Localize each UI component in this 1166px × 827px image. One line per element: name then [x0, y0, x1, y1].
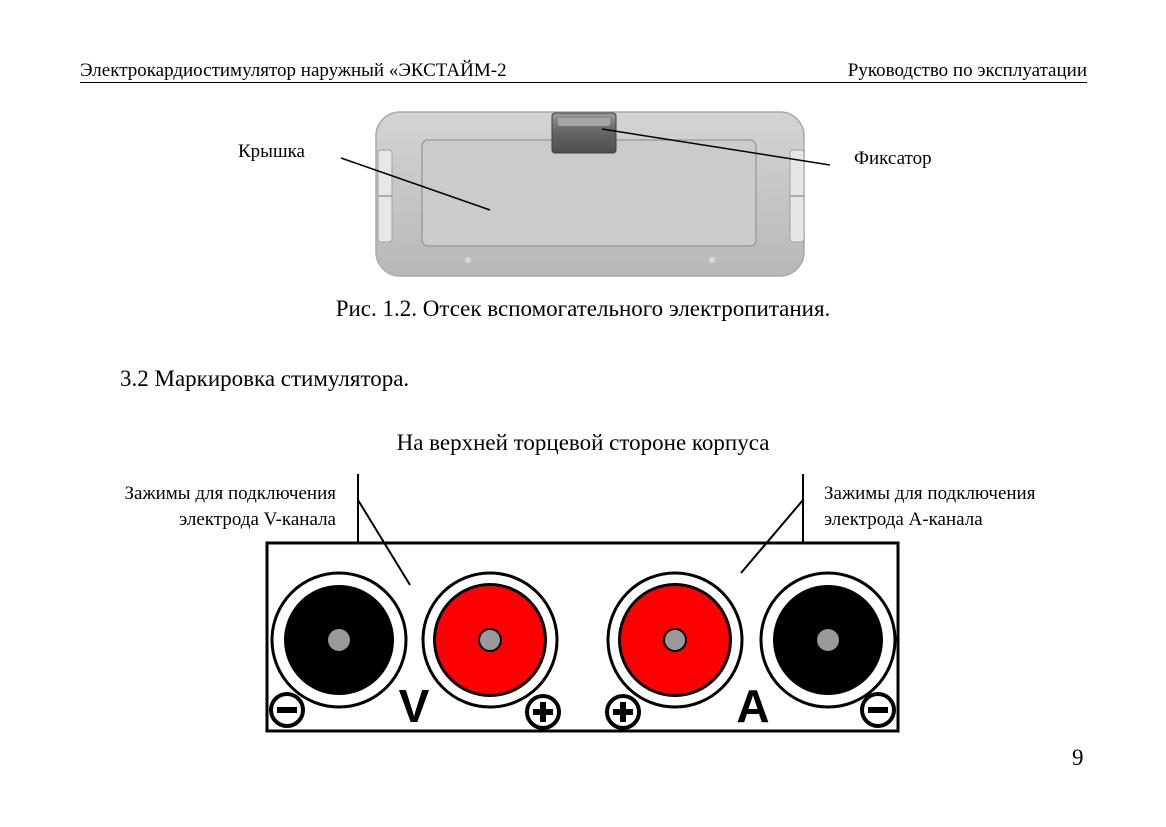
terminal-v-negative	[270, 571, 408, 709]
a-label-leader-line	[740, 499, 804, 574]
figure-caption: Рис. 1.2. Отсек вспомогательного электро…	[335, 296, 831, 321]
figure-subtitle: На верхней торцевой стороне корпуса	[396, 430, 770, 455]
label-a-channel-clamps: Зажимы для подключения электрода A-канал…	[824, 481, 1035, 533]
page-number: 9	[1072, 745, 1084, 770]
label-a-line1: Зажимы для подключения	[824, 483, 1036, 504]
compartment-cover	[421, 139, 757, 247]
v-label-leader-line	[357, 499, 411, 586]
header-rule	[80, 82, 1087, 83]
label-v-line2: электрода V-канала	[179, 509, 336, 530]
label-v-channel-clamps: Зажимы для подключения электрода V-канал…	[80, 481, 336, 533]
label-latch: Фиксатор	[854, 148, 932, 169]
plus-symbol-a	[605, 694, 641, 730]
latch-leader-line	[601, 128, 831, 166]
terminal-panel: V A	[265, 541, 900, 733]
channel-v-letter: V	[399, 680, 430, 732]
cover-leader-line	[340, 157, 491, 211]
label-a-line2: электрода A-канала	[824, 509, 983, 530]
minus-symbol-v	[269, 692, 305, 728]
battery-compartment-illustration	[375, 111, 805, 277]
terminal-v-positive	[421, 571, 559, 709]
header-manual-title: Руководство по эксплуатации	[847, 60, 1087, 81]
minus-symbol-a	[860, 692, 896, 728]
plus-symbol-v	[525, 694, 561, 730]
label-v-line1: Зажимы для подключения	[124, 483, 336, 504]
label-cover: Крышка	[238, 141, 305, 162]
header-document-title: Электрокардиостимулятор наружный «ЭКСТАЙ…	[80, 60, 507, 81]
channel-a-letter: A	[736, 680, 769, 732]
terminal-a-negative	[759, 571, 897, 709]
section-heading: 3.2 Маркировка стимулятора.	[120, 366, 410, 391]
terminal-a-positive	[606, 571, 744, 709]
